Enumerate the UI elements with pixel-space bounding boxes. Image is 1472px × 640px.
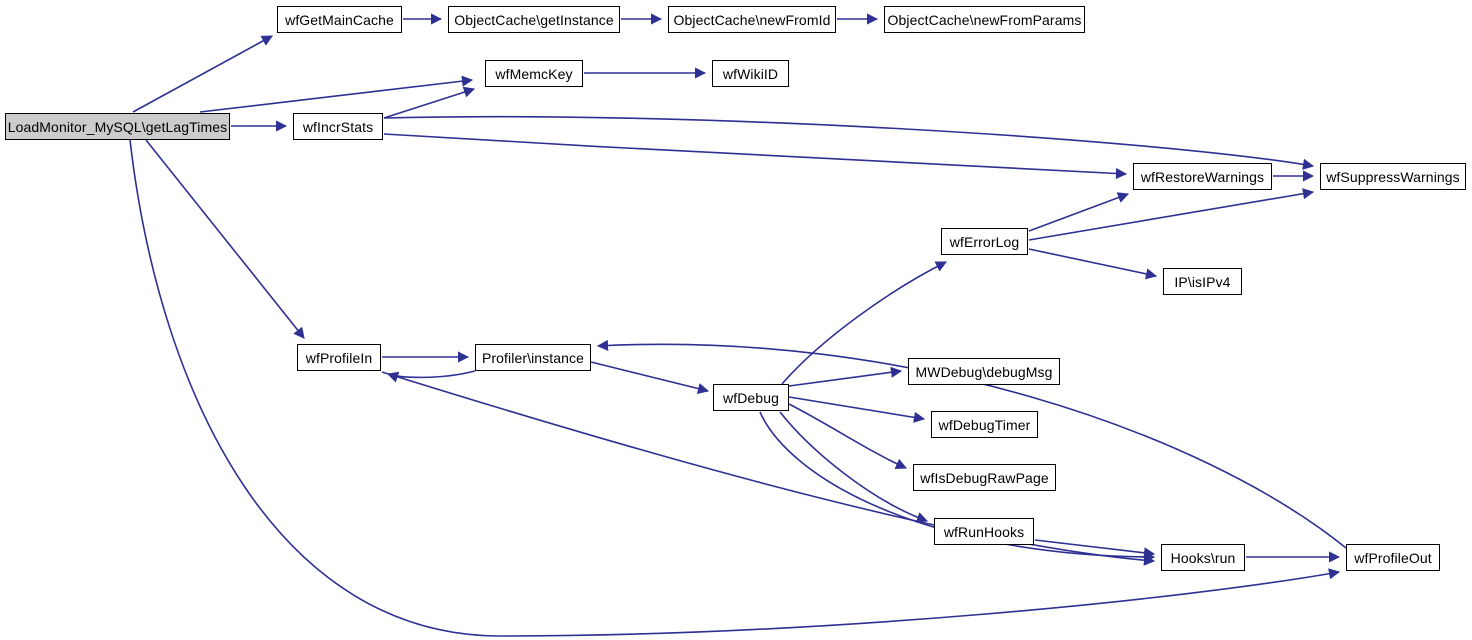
graph-node-debugMsg[interactable]: MWDebug\debugMsg — [908, 358, 1060, 385]
graph-edge-wfProfileIn-to-hooksRun — [381, 371, 1156, 566]
graph-edge-getLagTimes-to-wfMemcKey — [199, 75, 474, 113]
graph-node-label: ObjectCache\newFromId — [673, 11, 831, 28]
graph-node-label: wfIsDebugRawPage — [920, 469, 1049, 486]
graph-node-label: IP\isIPv4 — [1174, 273, 1231, 290]
graph-node-label: wfDebugTimer — [938, 416, 1031, 433]
graph-node-newFromId[interactable]: ObjectCache\newFromId — [668, 6, 836, 33]
graph-edge-wfDebug-to-wfErrorLog — [781, 261, 948, 385]
graph-edge-getLagTimes-to-wfProfileIn — [145, 139, 305, 339]
graph-node-wfIsDebugRawPage[interactable]: wfIsDebugRawPage — [913, 464, 1056, 491]
graph-node-label: wfProfileIn — [305, 349, 373, 366]
graph-node-label: wfDebug — [723, 389, 779, 406]
graph-edge-wfProfileOut-to-profilerInstance — [596, 339, 1347, 549]
graph-edge-wfErrorLog-to-isIPv4 — [1028, 248, 1158, 280]
graph-node-wfGetMainCache[interactable]: wfGetMainCache — [277, 6, 402, 33]
graph-node-wfRunHooks[interactable]: wfRunHooks — [934, 518, 1034, 545]
graph-node-getLagTimes[interactable]: LoadMonitor_MySQL\getLagTimes — [5, 113, 230, 140]
graph-node-label: wfRestoreWarnings — [1140, 168, 1265, 185]
graph-edge-wfRunHooks-to-hooksRun — [1034, 539, 1156, 559]
graph-edge-profilerInstance-to-wfProfileIn — [386, 370, 476, 383]
graph-node-wfIncrStats[interactable]: wfIncrStats — [293, 113, 383, 140]
graph-node-label: wfMemcKey — [495, 65, 573, 82]
graph-edge-wfIncrStats-to-wfMemcKey — [383, 86, 476, 119]
graph-node-wfWikiID[interactable]: wfWikiID — [712, 60, 789, 87]
graph-node-label: MWDebug\debugMsg — [915, 363, 1053, 380]
graph-node-wfSuppressWarnings[interactable]: wfSuppressWarnings — [1320, 163, 1466, 190]
graph-node-wfRestoreWarnings[interactable]: wfRestoreWarnings — [1133, 163, 1272, 190]
graph-node-profilerInstance[interactable]: Profiler\instance — [475, 344, 591, 371]
graph-edge-wfDebug-to-wfDebugTimer — [788, 396, 926, 423]
graph-node-label: wfErrorLog — [949, 233, 1020, 250]
graph-node-wfErrorLog[interactable]: wfErrorLog — [941, 228, 1028, 255]
graph-node-label: ObjectCache\getInstance — [454, 11, 614, 28]
graph-node-label: ObjectCache\newFromParams — [887, 11, 1082, 28]
graph-node-label: Profiler\instance — [481, 349, 585, 366]
graph-node-wfDebug[interactable]: wfDebug — [713, 384, 789, 411]
graph-edge-wfErrorLog-to-wfRestoreWarnings — [1028, 192, 1130, 232]
graph-edge-wfIncrStats-to-wfRestoreWarnings — [383, 133, 1128, 180]
graph-edge-wfDebug-to-wfIsDebugRawPage — [788, 403, 908, 470]
graph-node-wfProfileIn[interactable]: wfProfileIn — [297, 344, 381, 371]
graph-node-hooksRun[interactable]: Hooks\run — [1161, 544, 1245, 571]
graph-edge-wfDebug-to-debugMsg — [788, 366, 903, 387]
edge-group — [129, 13, 1347, 637]
graph-node-getInstance[interactable]: ObjectCache\getInstance — [448, 6, 620, 33]
graph-node-label: wfIncrStats — [302, 118, 374, 135]
graph-edge-getLagTimes-to-wfGetMainCache — [132, 35, 273, 113]
graph-node-newFromParams[interactable]: ObjectCache\newFromParams — [884, 6, 1085, 33]
graph-edge-wfDebug-to-wfRunHooks — [779, 411, 929, 523]
graph-node-label: LoadMonitor_MySQL\getLagTimes — [7, 118, 228, 135]
graph-edge-profilerInstance-to-wfDebug — [590, 361, 710, 395]
graph-node-label: wfGetMainCache — [285, 11, 394, 28]
graph-node-label: wfRunHooks — [943, 523, 1025, 540]
graph-edge-wfErrorLog-to-wfSuppressWarnings — [1028, 188, 1315, 241]
graph-node-isIPv4[interactable]: IP\isIPv4 — [1163, 268, 1242, 295]
graph-edge-getLagTimes-to-wfProfileOut — [129, 139, 1341, 637]
graph-node-label: Hooks\run — [1170, 549, 1236, 566]
graph-edge-wfIncrStats-to-wfSuppressWarnings — [383, 115, 1315, 170]
graph-node-wfProfileOut[interactable]: wfProfileOut — [1346, 544, 1440, 571]
graph-node-label: wfWikiID — [722, 65, 779, 82]
graph-node-wfMemcKey[interactable]: wfMemcKey — [485, 60, 583, 87]
graph-node-wfDebugTimer[interactable]: wfDebugTimer — [931, 411, 1038, 438]
graph-node-label: wfProfileOut — [1354, 549, 1432, 566]
graph-node-label: wfSuppressWarnings — [1326, 168, 1460, 185]
graph-edge-wfDebug-to-hooksRun — [759, 411, 1156, 563]
